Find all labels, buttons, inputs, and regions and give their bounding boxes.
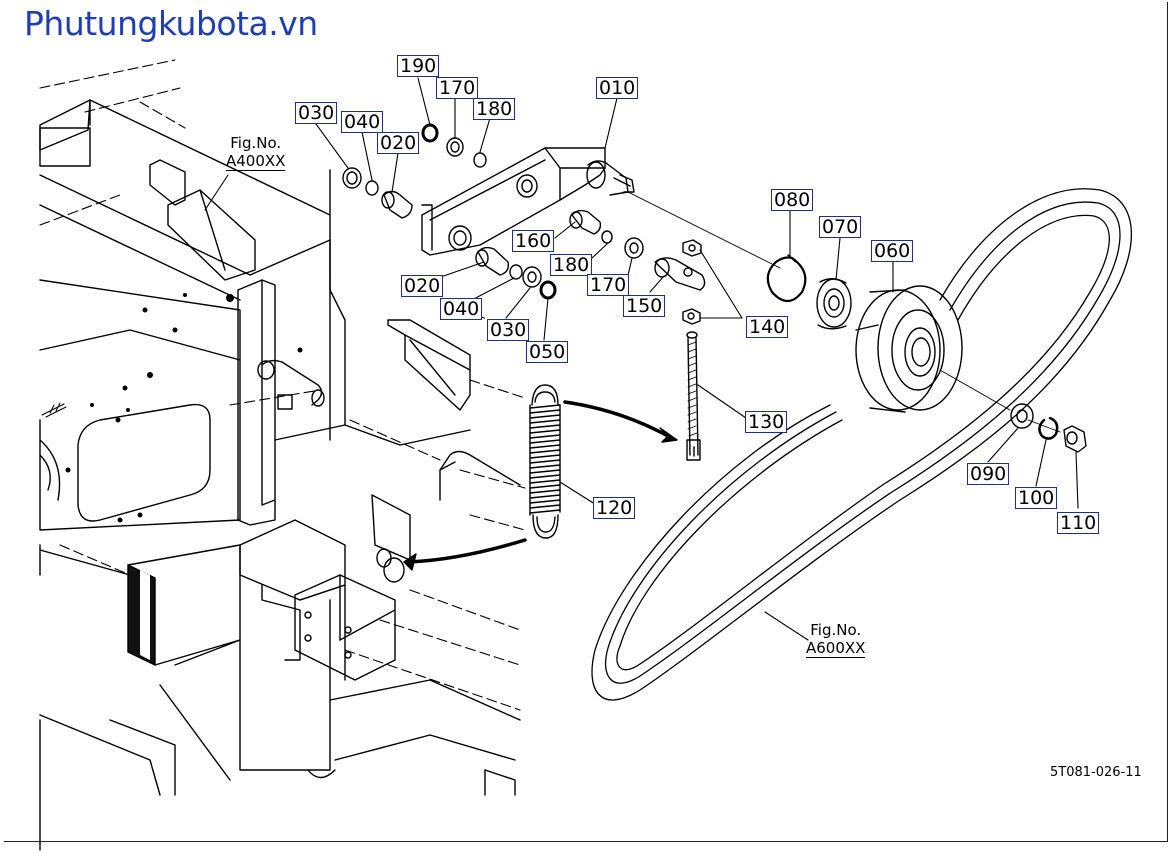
part-callout-180[interactable]: 180 [473, 98, 516, 120]
part-callout-010[interactable]: 010 [596, 77, 639, 99]
frame-structure [40, 60, 525, 850]
part-callout-020[interactable]: 020 [401, 275, 444, 297]
part-callout-030[interactable]: 030 [295, 102, 338, 124]
part-callout-180[interactable]: 180 [550, 254, 593, 276]
part-callout-140[interactable]: 140 [746, 316, 789, 338]
tension-spring [377, 385, 677, 582]
part-callout-040[interactable]: 040 [440, 298, 483, 320]
part-callout-130[interactable]: 130 [745, 411, 788, 433]
figure-ref-number: A400XX [226, 152, 286, 171]
pulley-assembly [768, 255, 1086, 452]
part-callout-170[interactable]: 170 [436, 77, 479, 99]
part-callout-060[interactable]: 060 [871, 240, 914, 262]
leader-lines [205, 78, 1078, 640]
drawing-number: 5T081-026-11 [1050, 765, 1142, 780]
figure-ref-a400[interactable]: Fig.No. A400XX [226, 134, 286, 171]
part-callout-050[interactable]: 050 [526, 341, 569, 363]
drive-belt [592, 189, 1131, 700]
figure-ref-label: Fig.No. [810, 621, 862, 639]
part-callout-190[interactable]: 190 [397, 55, 440, 77]
figure-ref-a600[interactable]: Fig.No. A600XX [806, 621, 866, 658]
part-callout-040[interactable]: 040 [341, 111, 384, 133]
figure-ref-label: Fig.No. [230, 134, 282, 152]
idler-bracket-010 [422, 148, 634, 255]
part-callout-170[interactable]: 170 [587, 274, 630, 296]
figure-ref-number: A600XX [806, 639, 866, 658]
part-callout-100[interactable]: 100 [1015, 487, 1058, 509]
part-callout-090[interactable]: 090 [967, 463, 1010, 485]
part-callout-020[interactable]: 020 [377, 132, 420, 154]
part-callout-150[interactable]: 150 [623, 295, 666, 317]
site-watermark: Phutungkubota.vn [24, 4, 318, 43]
part-callout-070[interactable]: 070 [819, 216, 862, 238]
tension-bolt [655, 240, 705, 460]
part-callout-030[interactable]: 030 [487, 319, 530, 341]
part-callout-110[interactable]: 110 [1057, 512, 1100, 534]
part-callout-120[interactable]: 120 [593, 497, 636, 519]
part-callout-080[interactable]: 080 [771, 189, 814, 211]
part-callout-160[interactable]: 160 [512, 230, 555, 252]
